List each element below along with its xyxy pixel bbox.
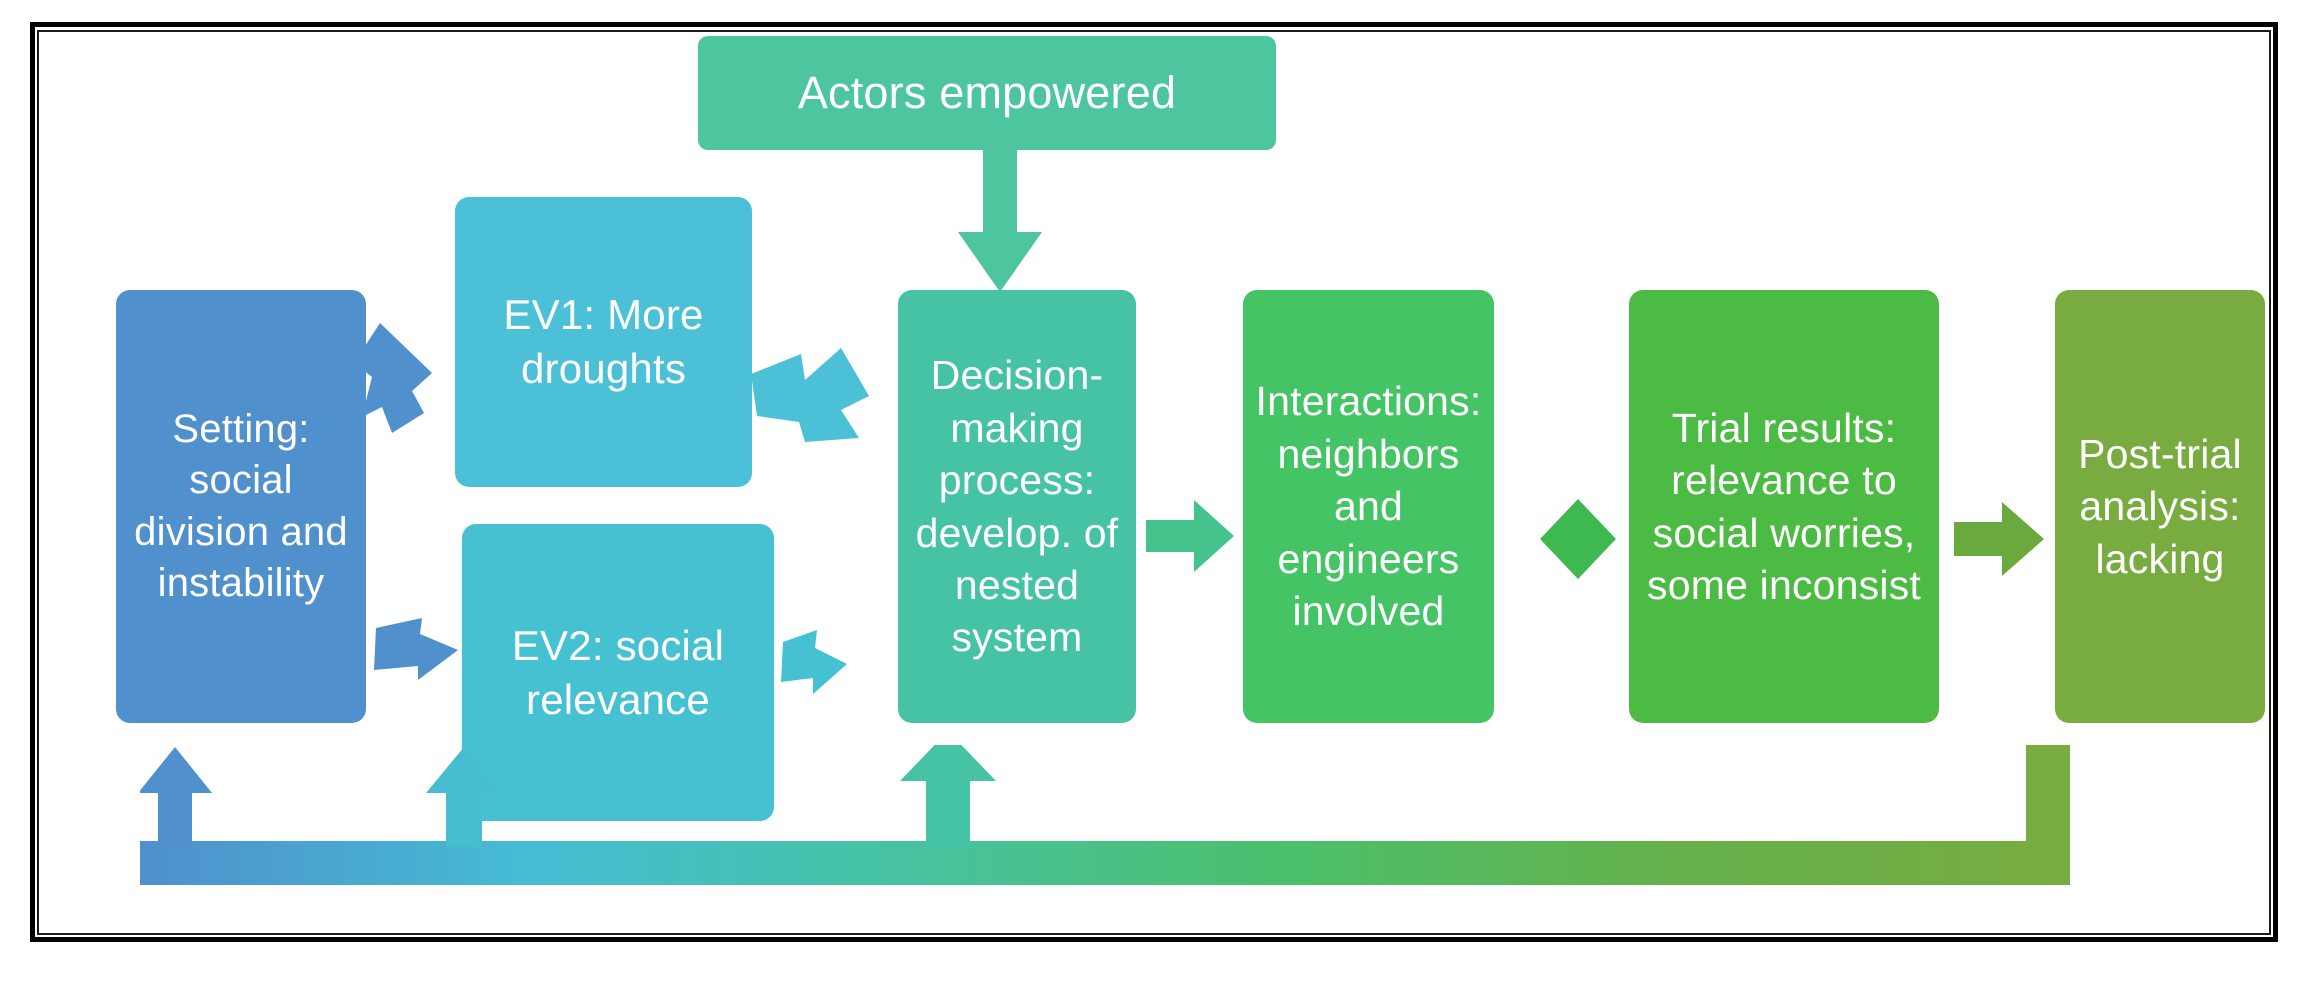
node-ev1-label: EV1: More droughts xyxy=(503,291,704,392)
node-post-trial-analysis-label: Post-trial analysis: lacking xyxy=(2078,430,2242,582)
feedback-arrow-setting xyxy=(140,747,212,847)
node-interactions[interactable]: Interactions: neighbors and engineers in… xyxy=(1243,290,1494,723)
node-setting-label: Setting: social division and instability xyxy=(134,407,348,605)
feedback-arrow-decision xyxy=(900,745,996,847)
node-setting[interactable]: Setting: social division and instability xyxy=(116,290,366,723)
diamond-icon-interactions-to-trial xyxy=(1534,495,1622,583)
node-trial-results-label: Trial results: relevance to social worri… xyxy=(1647,404,1921,608)
node-decision-making[interactable]: Decision-making process: develop. of nes… xyxy=(898,290,1136,723)
arrow-right-icon-decision-to-interactions xyxy=(1146,494,1236,579)
node-interactions-label: Interactions: neighbors and engineers in… xyxy=(1255,378,1482,635)
arrow-right-icon-trial-to-post xyxy=(1954,498,2046,580)
arrow-right-icon-setting-to-ev1 xyxy=(352,315,462,455)
node-actors-empowered-label: Actors empowered xyxy=(797,67,1177,119)
node-actors-empowered[interactable]: Actors empowered xyxy=(698,36,1276,150)
node-post-trial-analysis[interactable]: Post-trial analysis: lacking xyxy=(2055,290,2265,723)
feedback-loop-connector xyxy=(140,745,2140,905)
arrow-right-icon-setting-to-ev2 xyxy=(370,604,466,700)
node-ev2[interactable]: EV2: social relevance xyxy=(462,524,774,821)
node-ev1[interactable]: EV1: More droughts xyxy=(455,197,752,487)
arrow-down-icon-actors-to-decision xyxy=(950,150,1050,295)
arrow-right-icon-ev1-to-decision xyxy=(745,330,895,480)
node-ev2-label: EV2: social relevance xyxy=(511,621,725,723)
feedback-arrow-ev2 xyxy=(426,747,502,847)
node-trial-results[interactable]: Trial results: relevance to social worri… xyxy=(1629,290,1939,723)
node-decision-making-label: Decision-making process: develop. of nes… xyxy=(915,352,1119,661)
arrow-right-icon-ev2-to-decision xyxy=(775,612,895,722)
